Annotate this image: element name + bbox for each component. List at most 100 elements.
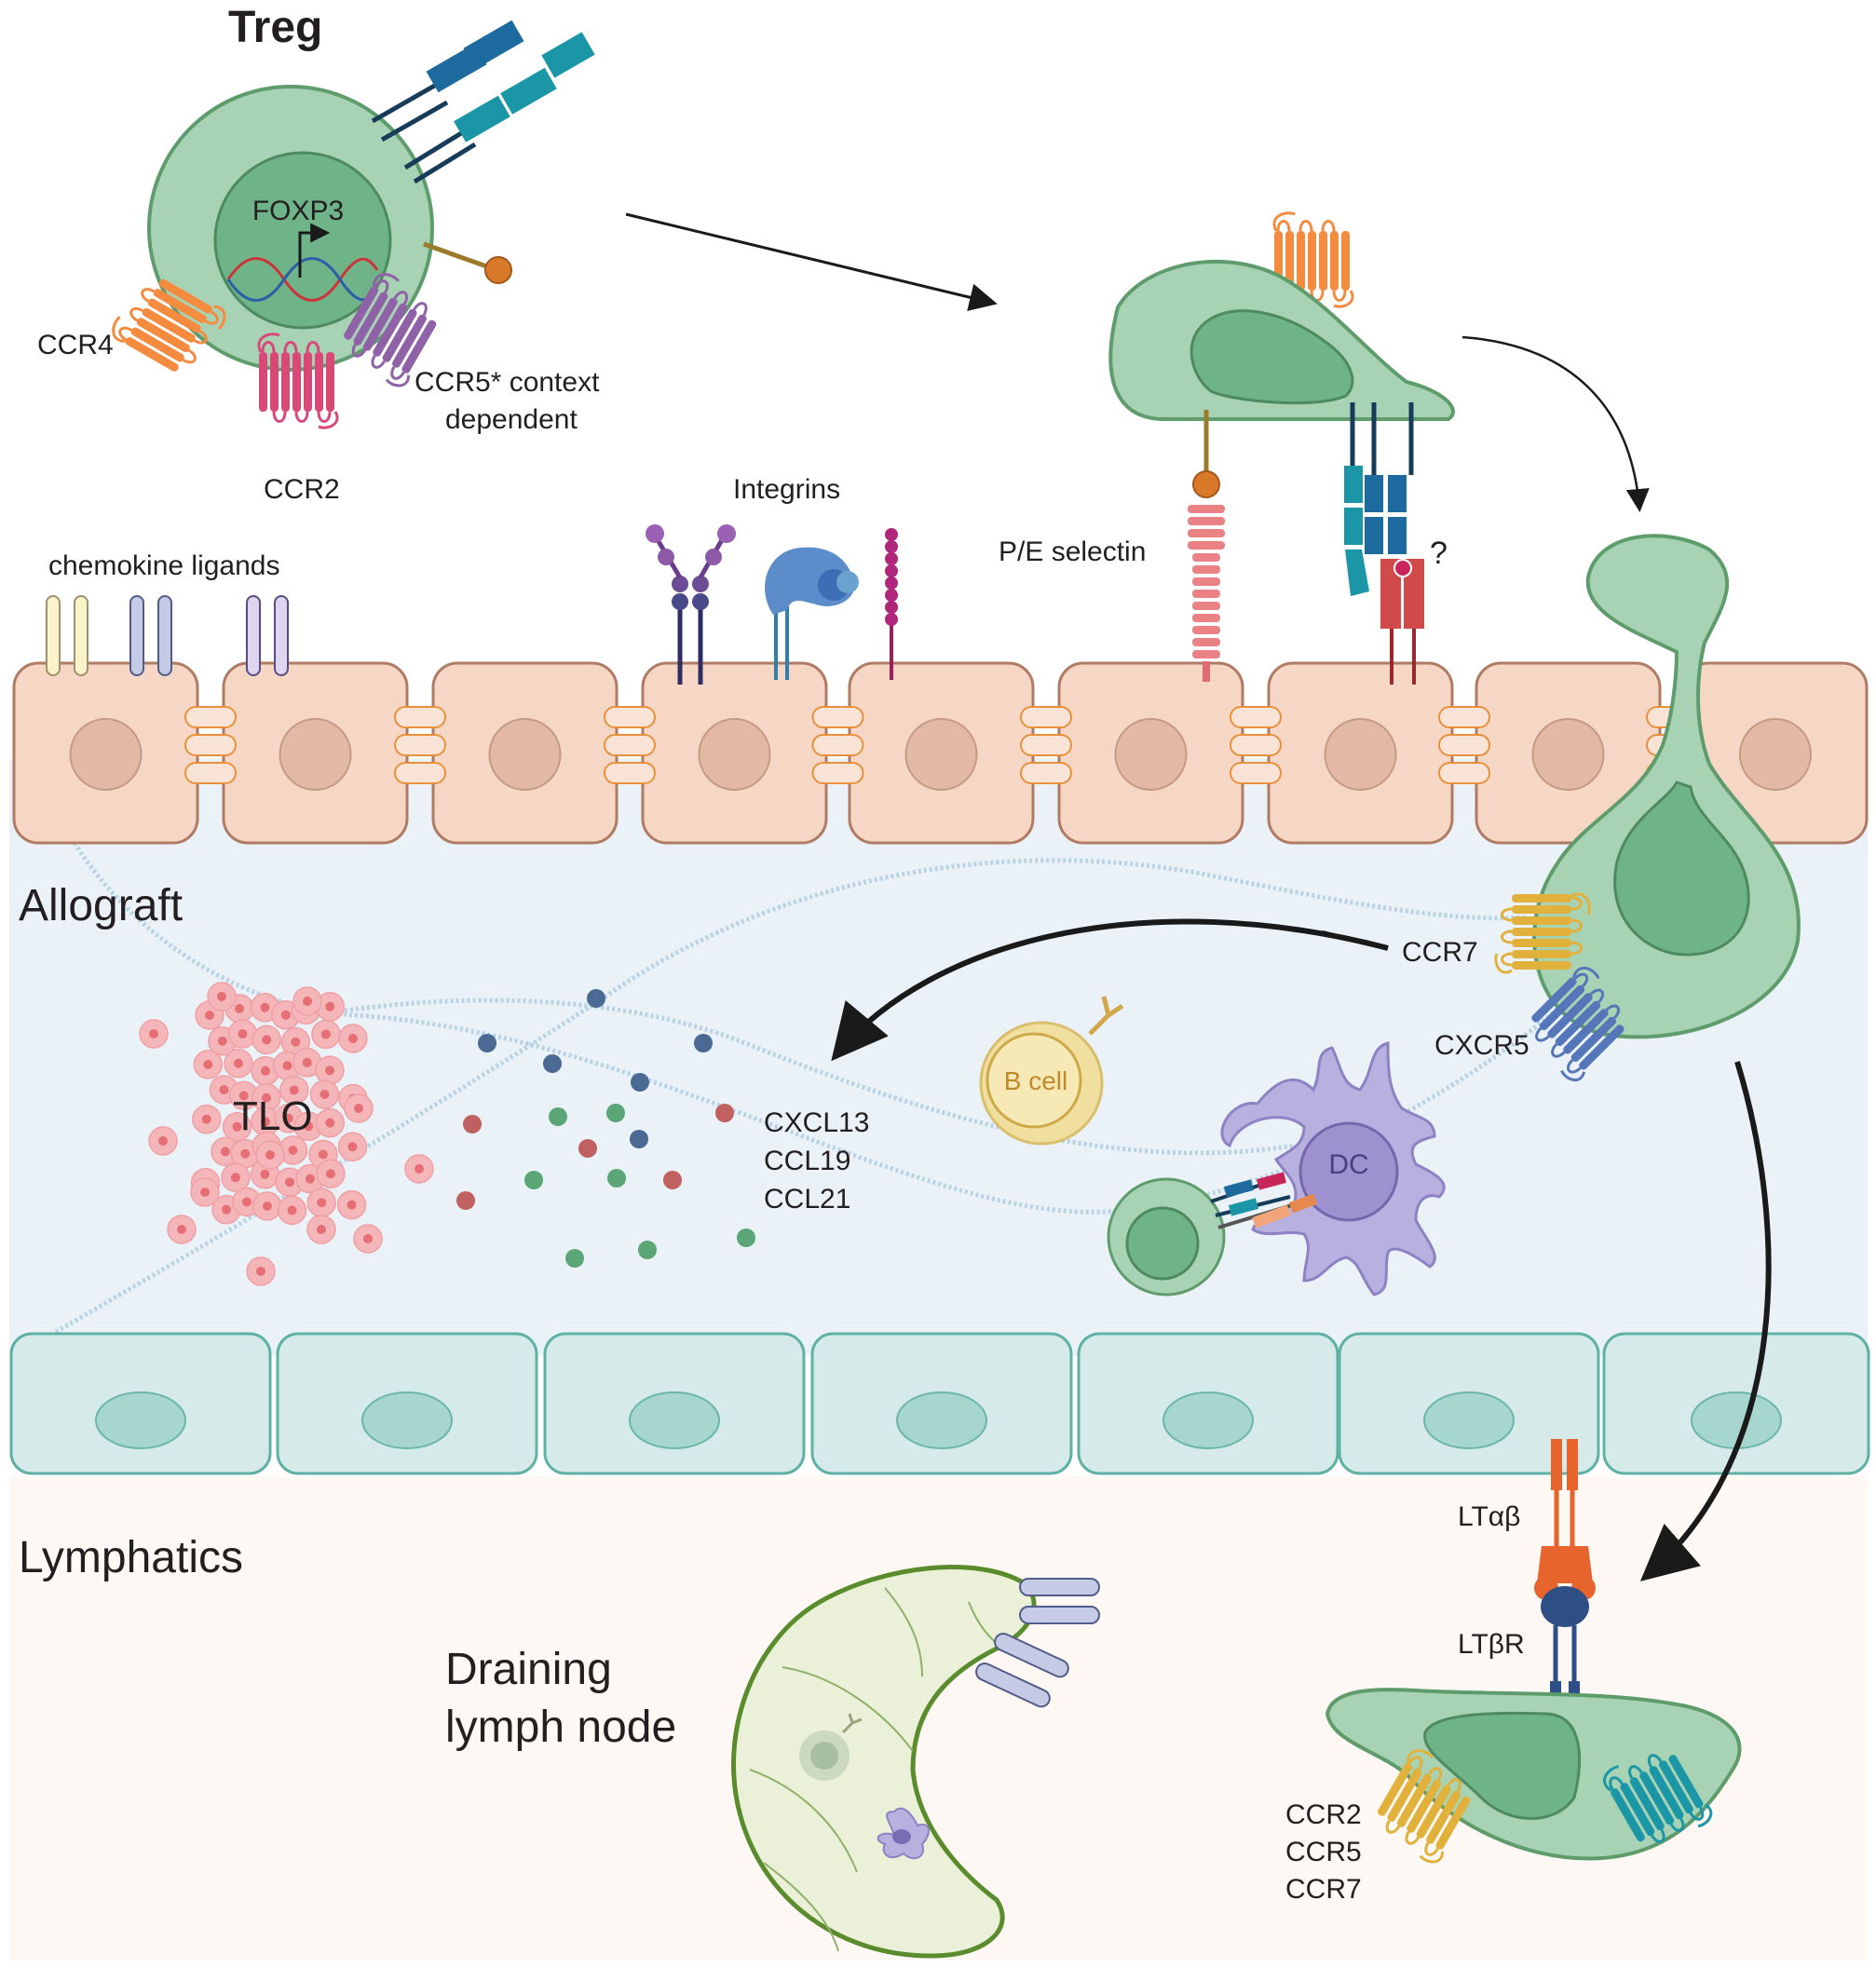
chemokine-dot [463,1115,482,1133]
ccl19-label: CCL19 [764,1146,850,1176]
allograft-label: Allograft [19,881,183,930]
treg-tcr-receptor [371,20,595,184]
chemotaxis-arrow [831,918,1389,1062]
lymphatics-label: Lymphatics [19,1533,243,1582]
cxcr5-label: CXCR5 [1434,1030,1529,1061]
tlo-cell [207,982,237,1011]
t-cell [1107,1177,1226,1296]
integrins-label: Integrins [733,474,840,505]
tlo-cell [167,1215,197,1244]
tlo-cell [221,1162,251,1193]
tlo-cell [404,1154,434,1184]
foxp3-label: FOXP3 [252,196,344,226]
chemokine-dot [606,1104,625,1122]
b-cell: B cell [979,996,1124,1146]
tlo-cell [277,1195,307,1226]
chemokine-dot [587,989,605,1008]
lymphatic-cell [9,1332,272,1475]
tight-junction [184,706,237,784]
draining-lymph-node-label-line1: Draining [445,1645,612,1694]
tight-junction [604,706,656,784]
tlo-cell [228,1080,259,1111]
tlo-cell [315,992,345,1022]
chemokine-dot [478,1034,496,1052]
tlo-cell [251,1106,280,1137]
chemokine-dot [524,1171,543,1189]
tlo-cell [315,1055,345,1085]
tight-junction [1020,706,1072,784]
chemokine-dot [638,1241,657,1259]
tlo-cell [344,1093,374,1123]
chemokine-dot [630,1130,648,1148]
egress-arrow [1639,1061,1772,1581]
chemokine-dot [737,1228,755,1247]
rolling-cell-selectin-ligand [1192,410,1220,498]
chemokine-dots [456,989,755,1268]
ccr5-bottom-label: CCR5 [1285,1837,1362,1867]
tlo-cell [336,1189,367,1220]
chemokine-dot [456,1191,475,1210]
chemokine-dot [578,1139,597,1158]
cxcr5-receptor [1531,966,1625,1082]
lymph-node-treg-cell [1325,1688,1742,1861]
pe-selectin-label: P/E selectin [999,536,1146,567]
tlo-cell [222,1112,252,1142]
tlo-cell [255,1140,285,1170]
ccr7-bottom-label: CCR7 [1285,1874,1362,1905]
endothelial-cell-row [12,661,1869,845]
tlo-cell [306,1215,336,1244]
endothelial-cell [222,661,409,845]
tlo-cell [190,1177,220,1207]
dc-label: DC [1328,1149,1368,1180]
tlo-cell [252,1191,282,1221]
ccr2-bottom-label: CCR2 [1285,1799,1362,1830]
migration-arrow-1 [625,212,998,311]
tlo-cell [315,1107,345,1138]
treg-cell: FOXP3 [147,85,434,372]
endothelial-cell [12,661,199,845]
chemokine-dot [694,1034,713,1052]
dna-icon [226,257,379,302]
question-mark: ? [1430,536,1448,571]
lta-b-label: LTαβ [1458,1501,1520,1532]
tight-junction [811,706,864,784]
dendritic-cell: DC [1220,1041,1446,1296]
ccr2-receptor [257,333,339,429]
tlo-cell-cluster [139,982,434,1286]
tight-junction [1230,706,1282,784]
tlo-cell [292,986,322,1016]
lymphatic-cell [1338,1332,1600,1475]
chemokine-ligands [46,595,289,676]
ccr2-label: CCR2 [264,474,340,505]
ccr5-label-line2: dependent [445,404,578,435]
lymphatic-cell [1077,1332,1339,1475]
chemokine-ligands-label: chemokine ligands [48,550,279,581]
tlo-cell [316,1159,346,1188]
ccr7-label: CCR7 [1402,937,1478,968]
treg-label: Treg [228,3,322,52]
lymphatic-cell [276,1332,538,1475]
ccl21-label: CCL21 [764,1184,850,1215]
lymphatic-cell [1602,1332,1870,1475]
ccr7-receptor [1494,892,1591,974]
lymph-node-chemokines [975,1578,1100,1708]
tlo-cell [309,1079,340,1109]
immune-synapse [1210,1172,1318,1229]
endothelial-cell [641,661,828,845]
tlo-cell [279,1075,309,1106]
tlo-cell [192,1104,222,1134]
tlo-cell [251,1025,281,1055]
ccr4-label: CCR4 [37,330,114,360]
tight-junction [1438,706,1490,784]
treg-selectin-ligand [423,241,512,284]
tlo-cell [224,1048,253,1079]
tlo-cell [193,1050,224,1079]
tlo-cell [338,1024,368,1053]
ccr4-receptor [112,278,226,372]
transcription-arrow-icon [298,223,331,278]
tlo-cell [311,1019,341,1050]
bottom-ccr-receptor-yellow [1378,1749,1471,1864]
endothelial-cell [848,661,1035,845]
cxcl13-label: CXCL13 [764,1107,869,1138]
